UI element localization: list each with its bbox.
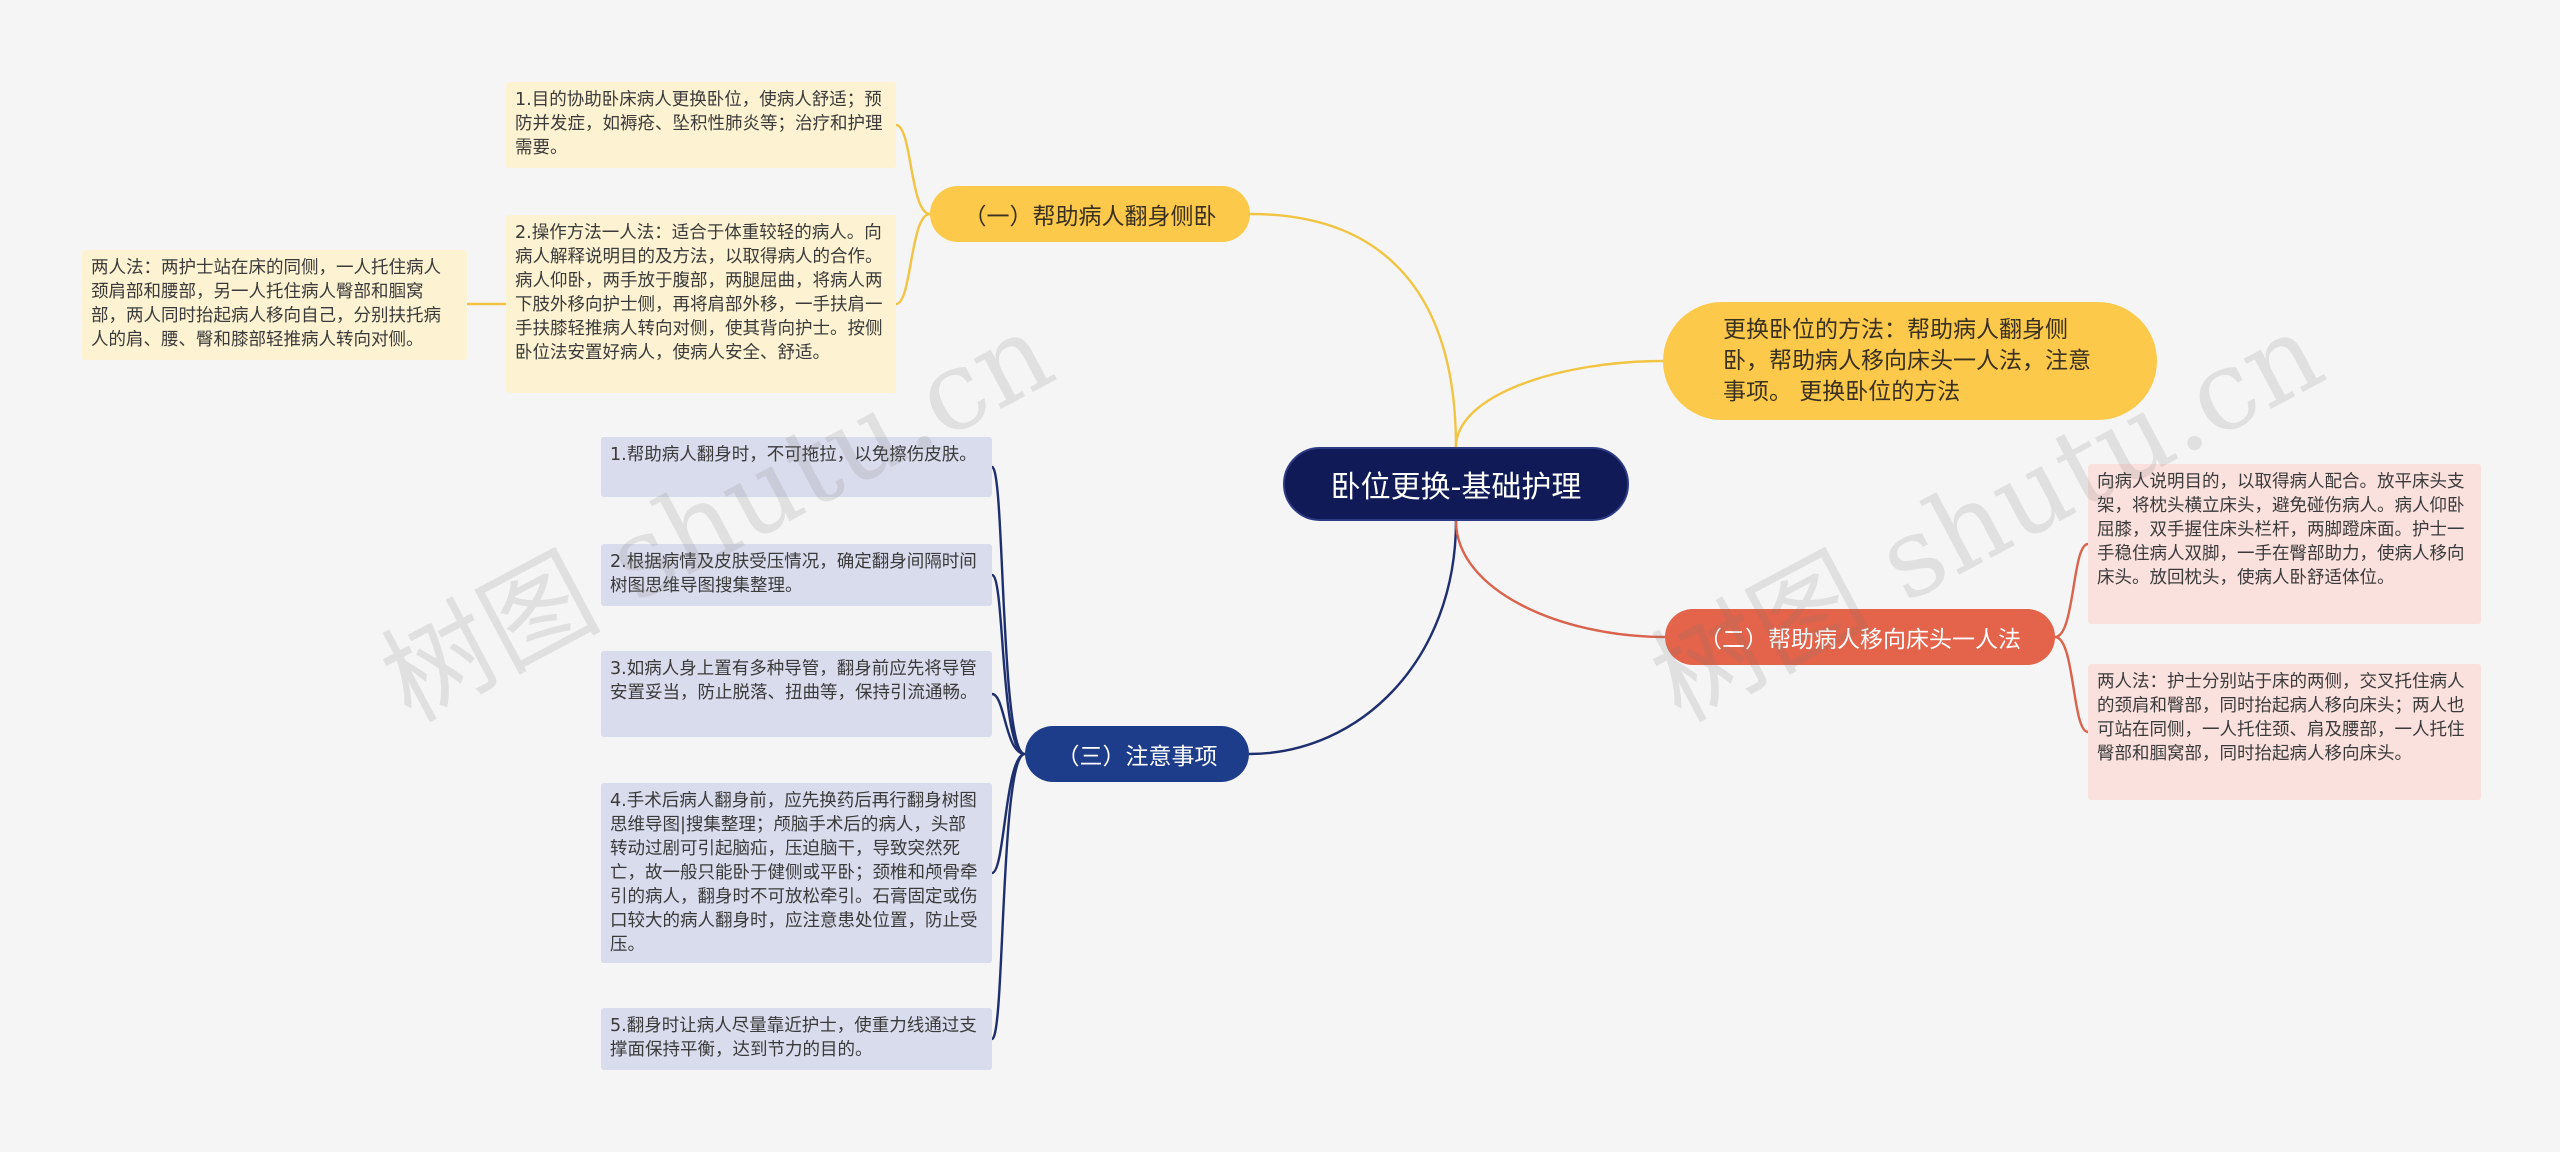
leaf-note-3[interactable]: 3.如病人身上置有多种导管，翻身前应先将导管安置妥当，防止脱落、扭曲等，保持引流… <box>601 651 992 737</box>
branch-turn-side[interactable]: （一）帮助病人翻身侧卧 <box>930 186 1250 242</box>
leaf-note-5[interactable]: 5.翻身时让病人尽量靠近护士，使重力线通过支撑面保持平衡，达到节力的目的。 <box>601 1008 992 1070</box>
link-root-move-head <box>1454 520 1666 639</box>
leaf-move-two-person[interactable]: 两人法：护士分别站于床的两侧，交叉托住病人的颈肩和臀部，同时抬起病人移向床头；两… <box>2088 664 2481 800</box>
link-move-head-bracket <box>2054 542 2089 734</box>
link-root-notes <box>1248 520 1458 756</box>
leaf-turn-purpose[interactable]: 1.目的协助卧床病人更换卧位，使病人舒适；预防并发症，如褥疮、坠积性肺炎等；治疗… <box>506 82 896 168</box>
branch-notes[interactable]: （三）注意事项 <box>1025 726 1249 782</box>
link-notes-bracket <box>990 465 1026 1041</box>
branch-methods[interactable]: 更换卧位的方法：帮助病人翻身侧卧，帮助病人移向床头一人法，注意事项。 更换卧位的… <box>1663 302 2157 420</box>
root-topic[interactable]: 卧位更换-基础护理 <box>1283 447 1629 521</box>
link-root-methods <box>1454 359 1664 448</box>
leaf-note-2[interactable]: 2.根据病情及皮肤受压情况，确定翻身间隔时间树图思维导图搜集整理。 <box>601 544 992 606</box>
leaf-turn-method[interactable]: 2.操作方法一人法：适合于体重较轻的病人。向病人解释说明目的及方法，以取得病人的… <box>506 215 896 393</box>
leaf-note-4[interactable]: 4.手术后病人翻身前，应先换药后再行翻身树图思维导图|搜集整理；颅脑手术后的病人… <box>601 783 992 963</box>
link-root-turn-side <box>1249 212 1458 448</box>
leaf-note-1[interactable]: 1.帮助病人翻身时，不可拖拉，以免擦伤皮肤。 <box>601 437 992 497</box>
leaf-move-one-person[interactable]: 向病人说明目的，以取得病人配合。放平床头支架，将枕头横立床头，避免碰伤病人。病人… <box>2088 464 2481 624</box>
leaf-turn-two-person[interactable]: 两人法：两护士站在床的同侧，一人托住病人颈肩部和腰部，另一人托住病人臀部和腘窝部… <box>82 250 467 360</box>
link-turn-side-bracket <box>895 123 931 306</box>
branch-move-head[interactable]: （二）帮助病人移向床头一人法 <box>1665 609 2055 665</box>
